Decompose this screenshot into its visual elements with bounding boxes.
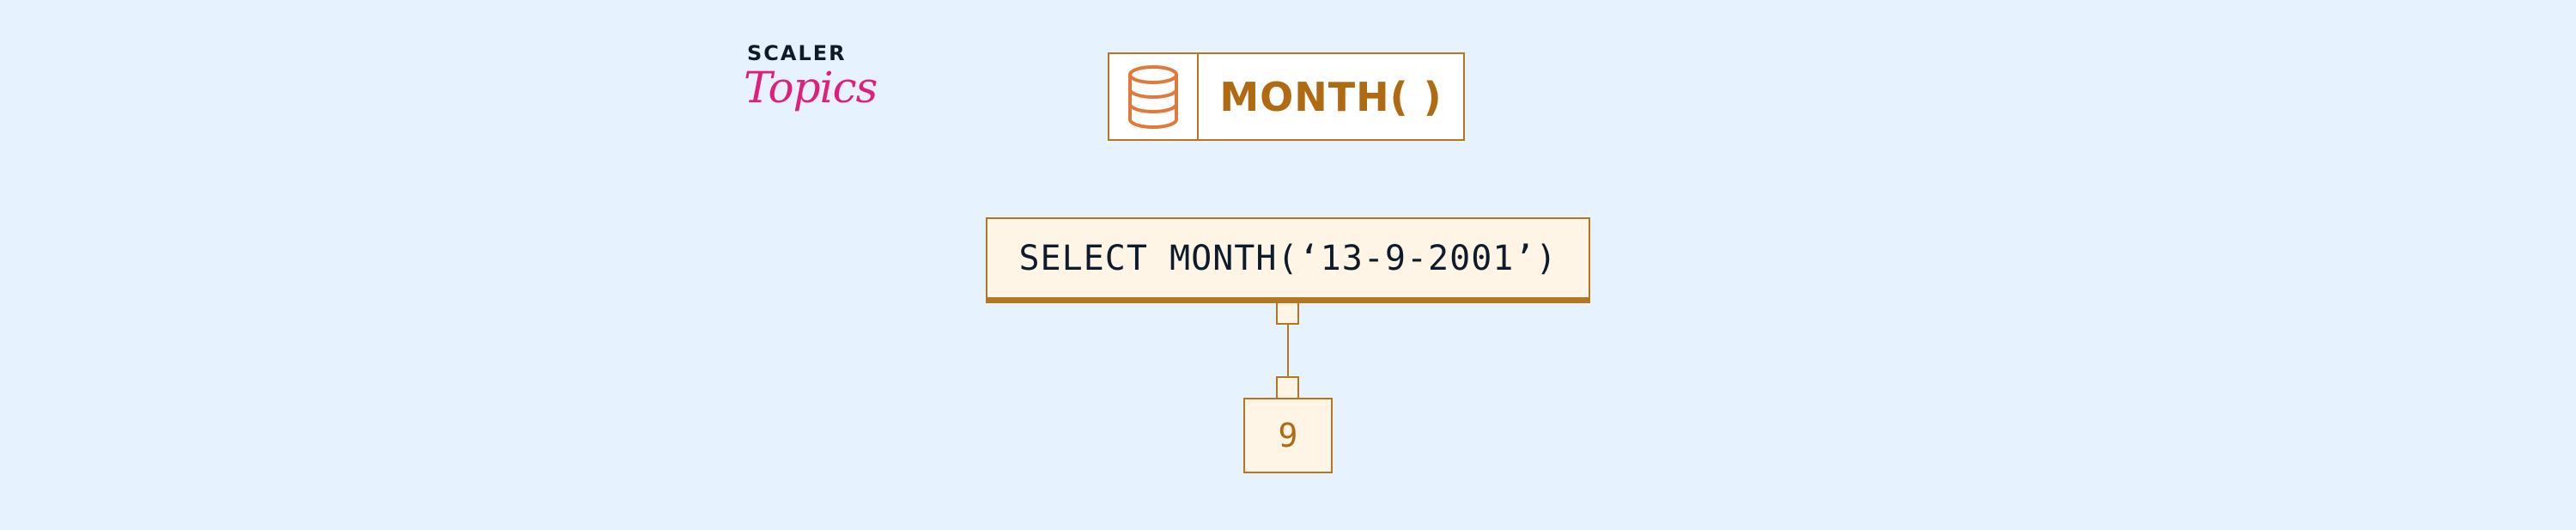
database-icon xyxy=(1128,64,1178,129)
logo-scaler-text: SCALER xyxy=(747,41,847,65)
connector-top-square xyxy=(1276,302,1299,325)
function-title-box: MONTH( ) xyxy=(1108,52,1465,141)
sql-query-text: SELECT MONTH(‘13-9-2001’) xyxy=(1018,238,1558,278)
title-icon-cell xyxy=(1109,54,1199,139)
connector-arrow xyxy=(1276,302,1299,399)
function-title: MONTH( ) xyxy=(1219,73,1443,120)
result-value: 9 xyxy=(1278,417,1298,454)
logo-topics-text: Topics xyxy=(744,63,878,113)
scaler-topics-logo: SCALER Topics xyxy=(744,41,878,127)
result-box: 9 xyxy=(1243,398,1333,473)
sql-query-box: SELECT MONTH(‘13-9-2001’) xyxy=(986,217,1590,303)
connector-bottom-square xyxy=(1276,376,1299,399)
